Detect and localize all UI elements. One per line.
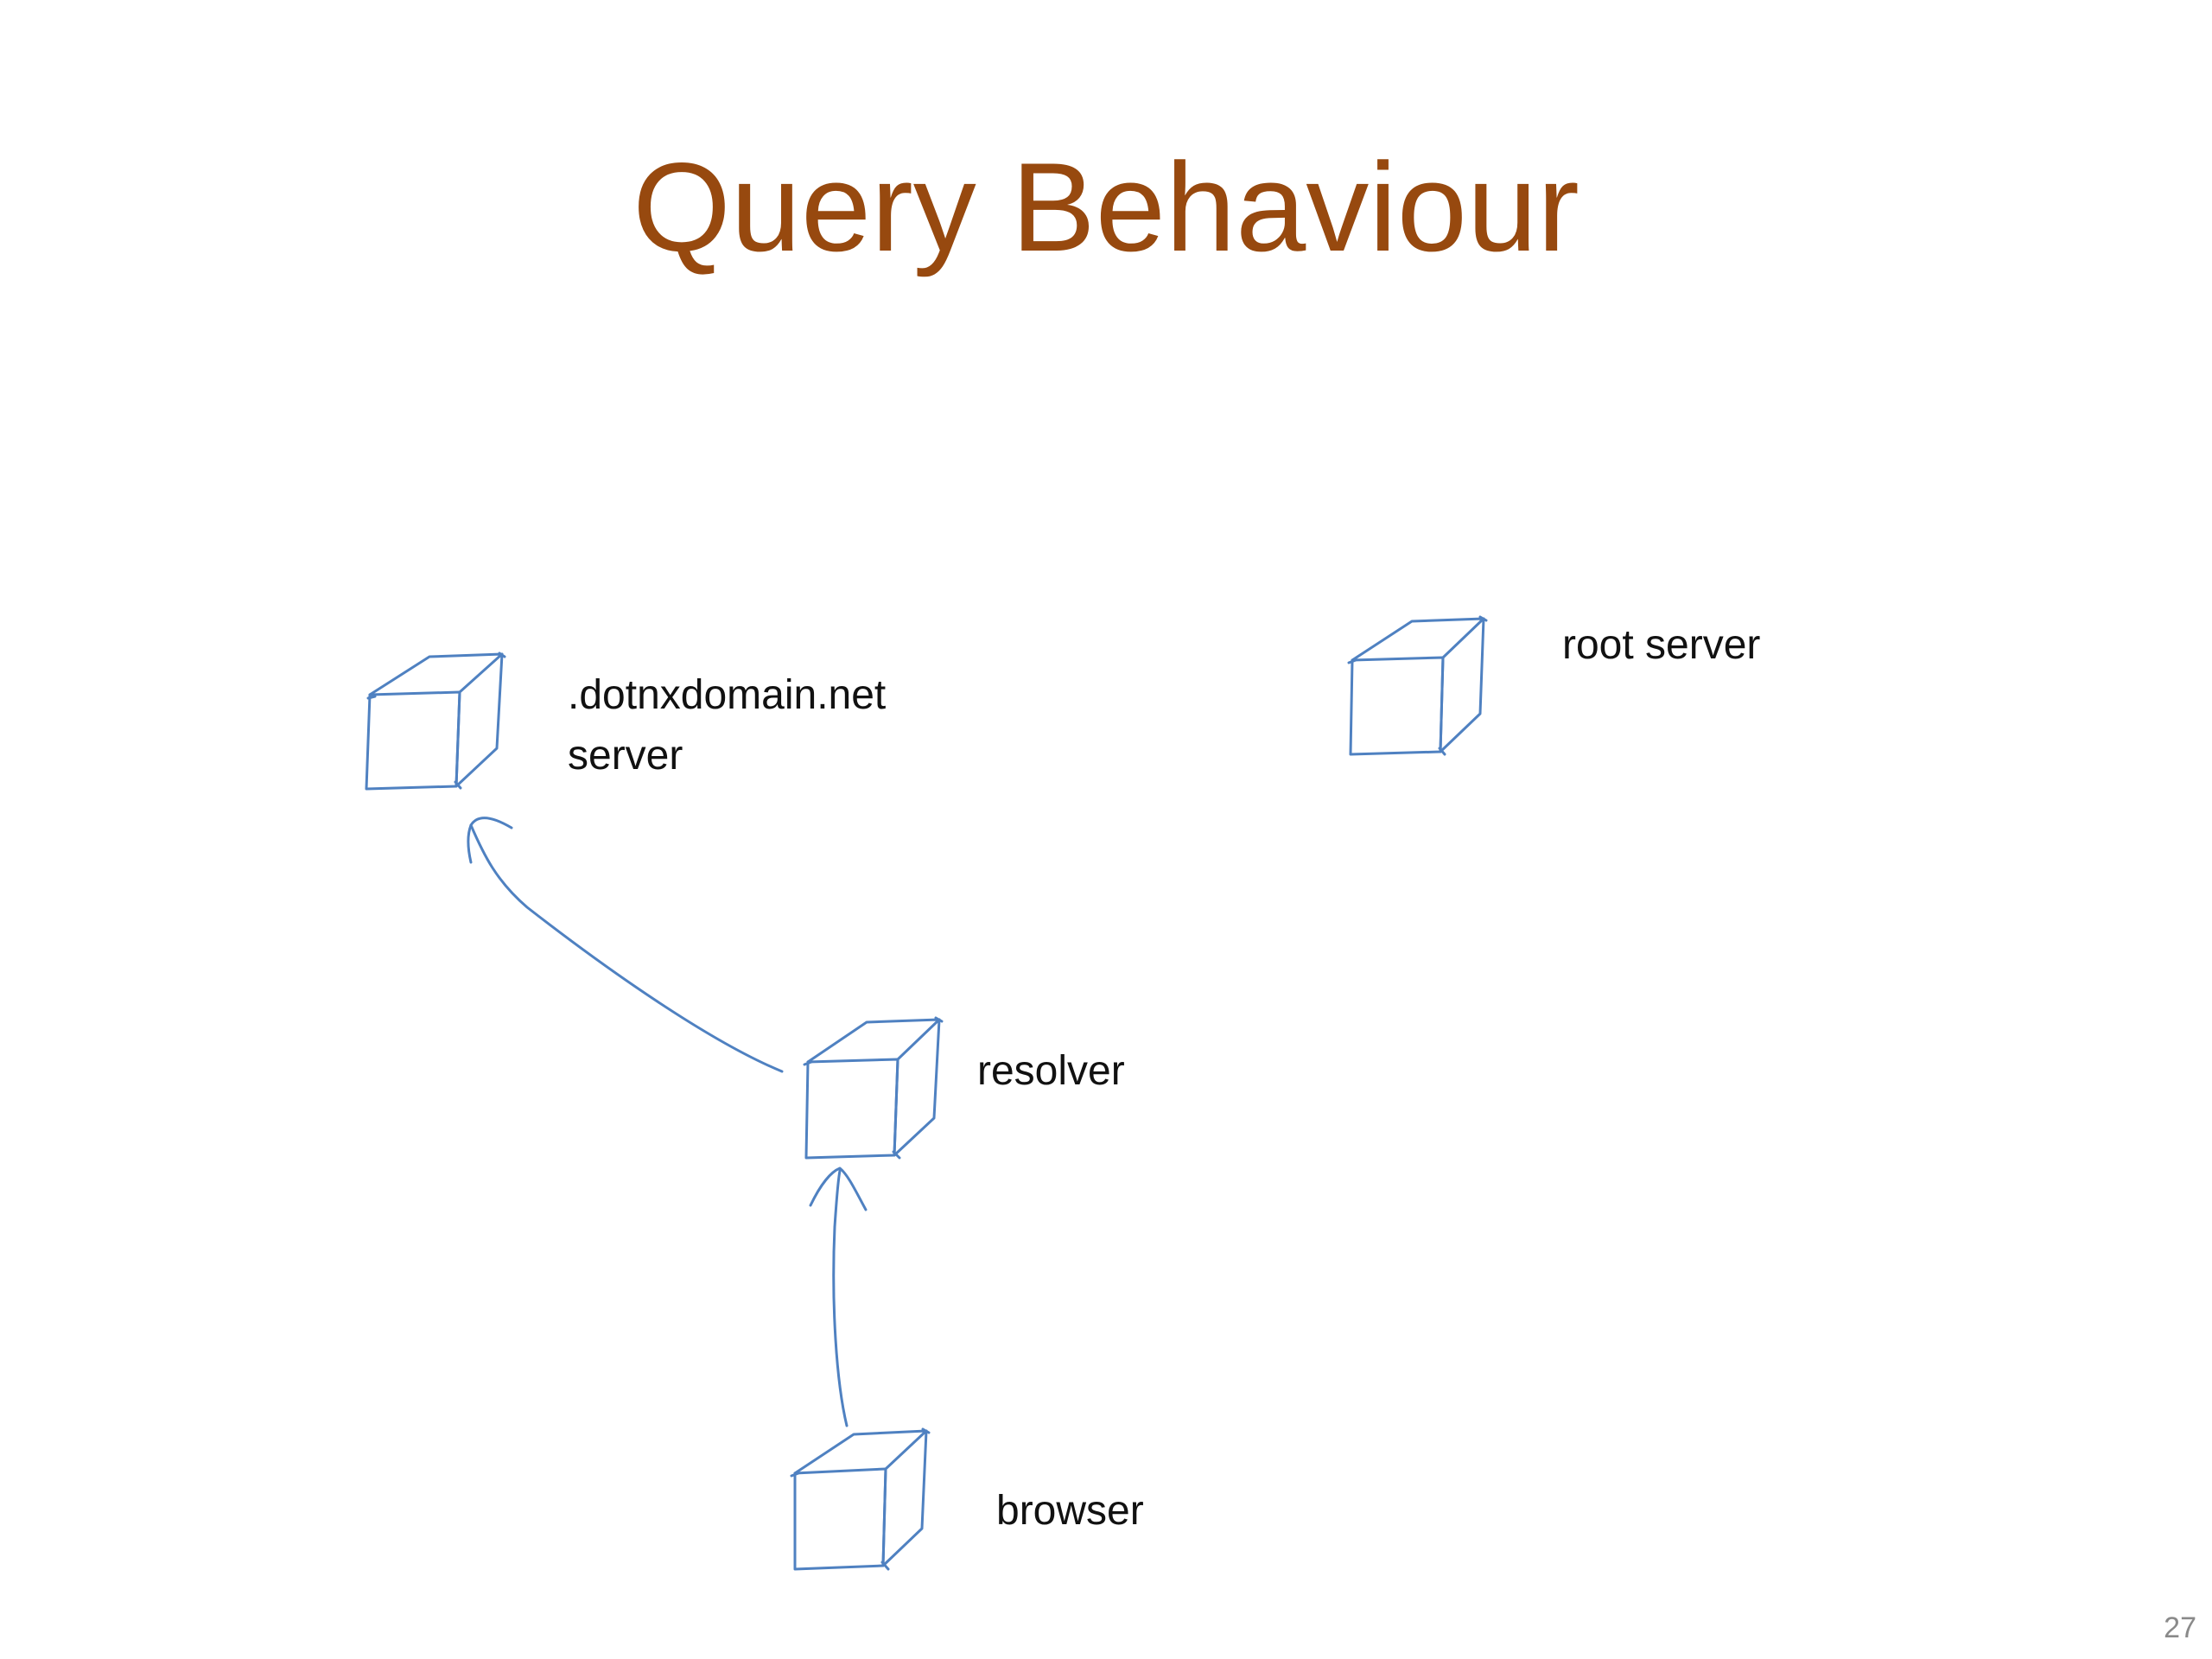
page-number: 27 xyxy=(2164,1611,2196,1644)
browser-icon xyxy=(790,1427,931,1571)
dotnxdomain-server-label: .dotnxdomain.net server xyxy=(568,665,886,785)
dotnxdomain-server-icon xyxy=(365,652,506,791)
root-server-label: root server xyxy=(1562,622,1761,668)
dotnxdomain-label-line2: server xyxy=(568,732,683,779)
arrow-browser-to-resolver xyxy=(809,1166,868,1427)
root-server-icon xyxy=(1347,615,1488,756)
browser-label: browser xyxy=(996,1488,1144,1534)
slide-title: Query Behaviour xyxy=(632,137,1580,277)
resolver-label: resolver xyxy=(977,1048,1125,1094)
dotnxdomain-label-line1: .dotnxdomain.net xyxy=(568,672,887,718)
resolver-icon xyxy=(803,1016,944,1160)
arrow-resolver-to-dotnxdomain xyxy=(467,817,784,1073)
